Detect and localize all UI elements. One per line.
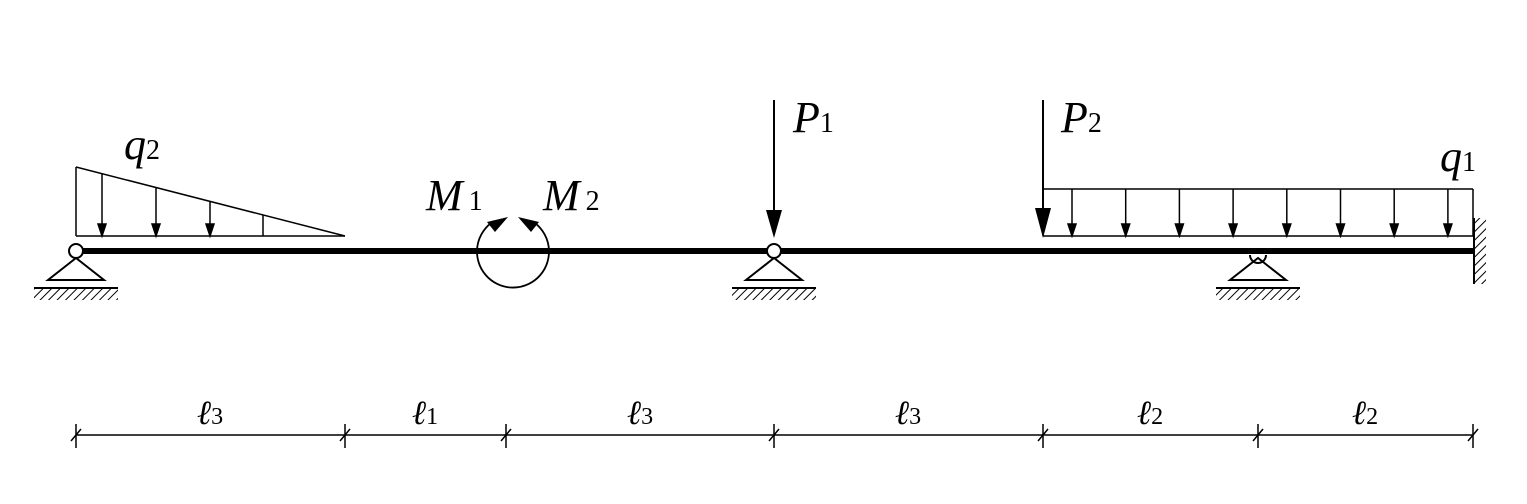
q1-arrow-head <box>1335 223 1346 239</box>
dimension-slash <box>70 428 82 442</box>
span-label-4: ℓ3 <box>895 395 921 432</box>
triangular-load-q2 <box>75 166 346 239</box>
roller-support <box>1216 254 1300 300</box>
moment-pair <box>476 217 550 289</box>
q2-arrow-head <box>204 223 216 239</box>
span-label-6: ℓ2 <box>1352 395 1378 432</box>
q1-arrow-head <box>1281 223 1292 239</box>
dimension-slash <box>1037 428 1049 442</box>
dimension-slash <box>500 428 512 442</box>
dimension-slash <box>768 428 780 442</box>
point-load-p1 <box>766 100 782 238</box>
q1-arrow-head <box>1120 223 1131 239</box>
point-load-p2 <box>1035 100 1051 238</box>
dimension-slash <box>1467 428 1479 442</box>
q2-arrow-head <box>96 223 108 239</box>
q1-label: q1 <box>1440 132 1476 181</box>
p1-label: P1 <box>792 93 834 142</box>
uniform-load-q1 <box>1042 188 1474 239</box>
q2-arrow-head <box>150 223 162 239</box>
q1-arrow-head <box>1174 223 1185 239</box>
fixed-wall <box>1473 218 1486 284</box>
q1-arrow-head <box>1228 223 1239 239</box>
middle-pin-support <box>732 243 816 300</box>
dimension-slash <box>339 428 351 442</box>
q2-label: q2 <box>124 120 160 169</box>
span-label-1: ℓ3 <box>197 395 223 432</box>
p2-label: P2 <box>1060 93 1102 142</box>
q1-arrow-head <box>1389 223 1400 239</box>
span-label-3: ℓ3 <box>627 395 653 432</box>
q1-arrow-head <box>1066 223 1078 239</box>
span-label-2: ℓ1 <box>412 395 438 432</box>
span-label-5: ℓ2 <box>1137 395 1163 432</box>
q1-arrow-head <box>1442 223 1453 239</box>
dimension-slash <box>1252 428 1264 442</box>
dimension-line <box>70 424 1479 448</box>
left-pin-support <box>34 243 118 300</box>
